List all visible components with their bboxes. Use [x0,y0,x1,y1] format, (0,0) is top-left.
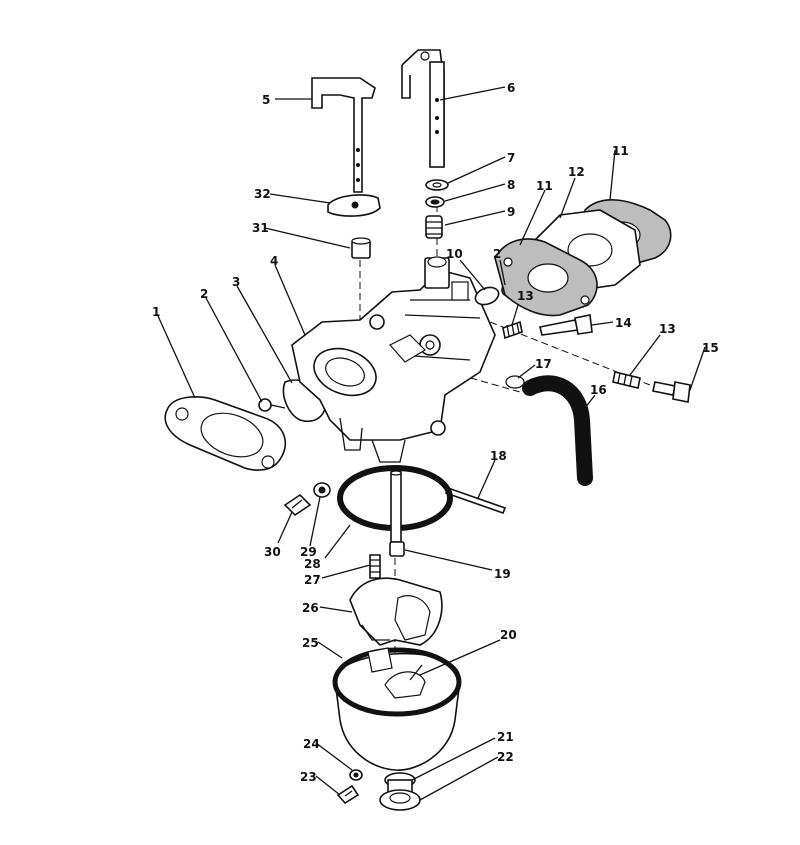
callout-12: 12 [568,165,585,179]
callout-5: 5 [262,93,270,107]
part-float-axle [390,470,402,543]
part-31-bushing [351,237,371,259]
part-25-float-bowl [332,647,462,771]
callout-16: 16 [590,383,607,397]
callout-30: 30 [264,545,281,559]
part-18-pin [444,486,507,515]
callout-3: 3 [232,275,240,289]
callout-32: 32 [254,187,271,201]
callout-28: 28 [304,557,321,571]
part-24-drain-washer [349,769,363,781]
part-13-spring-lower [612,371,641,389]
part-7-washer [425,179,449,191]
callout-15: 15 [702,341,719,355]
callout-19: 19 [494,567,511,581]
callout-18: 18 [490,449,507,463]
callout-22: 22 [497,750,514,764]
callout-26: 26 [302,601,319,615]
part-8-seal [425,196,445,208]
callout-4: 4 [270,254,278,268]
part-22-bowl-washer [379,789,421,811]
callout-labels: 1 2 2 3 4 5 6 7 8 9 10 11 11 12 13 13 14… [152,81,719,784]
part-32-choke-plate [327,194,381,217]
callout-11-front: 11 [536,179,553,193]
callout-7: 7 [507,151,515,165]
part-27-needle-valve [369,554,381,579]
callout-9: 9 [507,205,515,219]
part-6-throttle-shaft [401,49,445,168]
callout-31: 31 [252,221,269,235]
callout-14: 14 [615,316,632,330]
part-30-plug-screw [283,493,312,517]
callout-13-lower: 13 [659,322,676,336]
part-5-choke-lever [311,77,376,193]
part-13-spring-upper [502,320,523,340]
part-14-idle-screw [539,314,593,336]
callout-27: 27 [304,573,321,587]
callout-10: 10 [446,247,463,261]
part-17-hose-clip [505,375,525,389]
callout-13-upper: 13 [517,289,534,303]
callout-2-right: 2 [493,247,501,261]
callout-25: 25 [302,636,319,650]
part-2-screw-left [258,398,286,412]
part-26-float [349,577,443,646]
part-29-washer [313,482,331,498]
callout-11-rear: 11 [612,144,629,158]
leader-lines [157,86,706,801]
part-11-gasket-front [494,238,598,317]
part-23-drain-screw [336,784,360,805]
callout-23: 23 [300,770,317,784]
callout-29: 29 [300,545,317,559]
callout-2-left: 2 [200,287,208,301]
callout-17: 17 [535,357,552,371]
callout-21: 21 [497,730,514,744]
callout-1: 1 [152,305,160,319]
callout-20: 20 [500,628,517,642]
part-1-intake-gasket [164,396,287,471]
part-16-fuel-line [522,375,593,486]
part-19-inlet-needle [389,541,405,557]
part-9-spring [425,215,443,239]
part-20-float-bowl-insert [409,664,423,681]
callout-6: 6 [507,81,515,95]
part-21-bowl-nut [384,772,416,793]
callout-24: 24 [303,737,320,751]
callout-8: 8 [507,178,515,192]
part-4-carburetor-body [291,256,496,463]
part-15-mixture-screw [652,381,691,403]
